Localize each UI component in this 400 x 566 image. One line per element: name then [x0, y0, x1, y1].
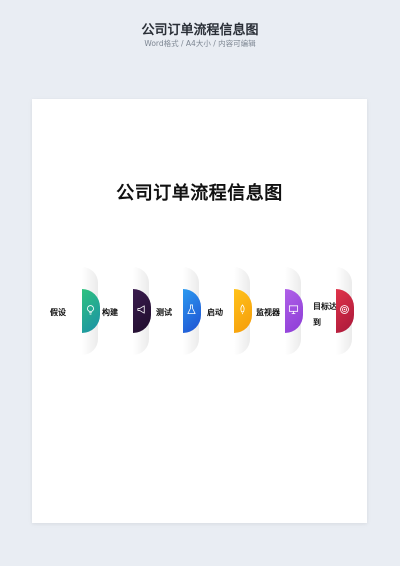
document-page: 公司订单流程信息图 假设 构建 测试 启动 — [32, 99, 367, 523]
megaphone-icon — [137, 305, 145, 314]
step-build — [133, 267, 185, 355]
step-half-circle — [183, 289, 201, 333]
step-half-circle — [133, 289, 151, 333]
header-subtitle: Word格式 / A4大小 / 内容可编辑 — [144, 39, 256, 48]
flask-icon — [187, 304, 196, 315]
step-test — [183, 267, 235, 355]
step-label-hypothesis: 假设 — [50, 308, 66, 317]
step-label-test: 测试 — [156, 308, 172, 317]
step-half-circle — [82, 289, 100, 333]
step-half-circle — [234, 289, 252, 333]
step-monitor — [285, 267, 337, 355]
step-label-monitor: 监视器 — [256, 308, 280, 317]
step-label-launch: 启动 — [207, 308, 223, 317]
step-launch — [234, 267, 286, 355]
step-goal-reached — [336, 267, 388, 355]
step-half-circle — [336, 289, 354, 333]
header-title: 公司订单流程信息图 — [141, 23, 259, 38]
step-hypothesis — [82, 267, 134, 355]
bulb-icon — [87, 305, 94, 315]
target-icon — [340, 305, 349, 314]
monitor-icon — [288, 305, 299, 315]
step-label-goal-reached: 目标达到 — [313, 302, 337, 327]
step-label-build: 构建 — [102, 308, 118, 317]
rocket-icon — [240, 304, 245, 315]
document-title: 公司订单流程信息图 — [116, 183, 283, 204]
